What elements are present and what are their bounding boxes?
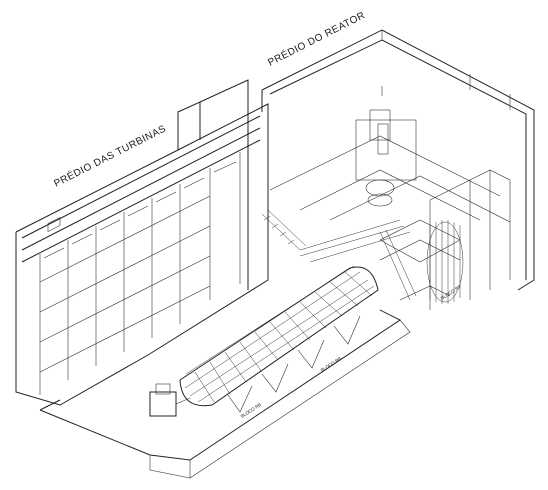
turbine-building-label: PRÉDIO DAS TURBINAS xyxy=(51,122,168,190)
reactor-building-label: PRÉDIO DO REATOR xyxy=(265,8,367,68)
block-label-2: BLOCO RB xyxy=(320,356,342,373)
turbine-generator-train xyxy=(39,209,417,479)
turbine-building xyxy=(15,79,269,406)
reactor-building xyxy=(261,29,535,310)
